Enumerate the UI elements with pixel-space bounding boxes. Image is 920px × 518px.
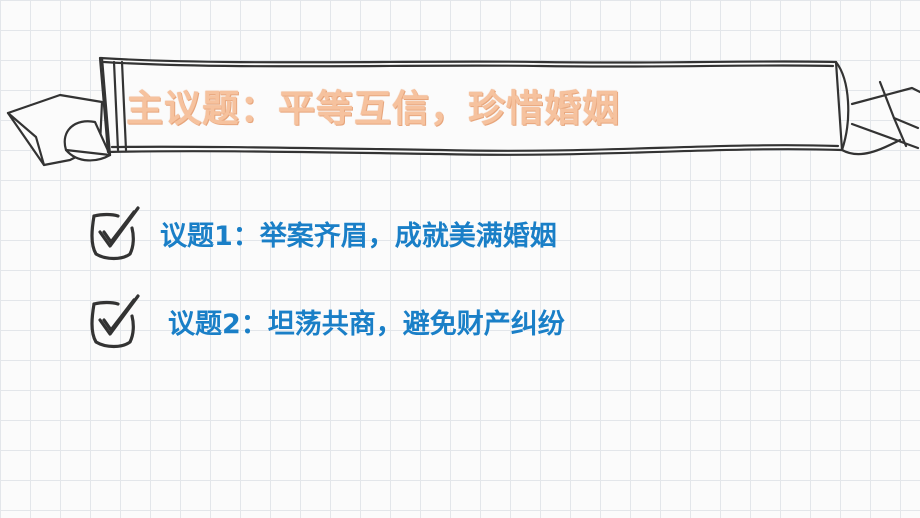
main-title: 主议题：平等互信，珍惜婚姻: [126, 87, 620, 130]
topic-item-1: 议题1：举案齐眉，成就美满婚姻: [84, 202, 557, 264]
checkbox-check-icon: [90, 294, 140, 349]
checkbox-check-icon: [90, 206, 140, 261]
topic-label-2: 议题2：坦荡共商，避免财产纠纷: [168, 308, 565, 340]
topic-label-1: 议题1：举案齐眉，成就美满婚姻: [160, 220, 557, 252]
topic-item-2: 议题2：坦荡共商，避免财产纠纷: [84, 290, 565, 352]
ribbon-banner-icon: [6, 56, 920, 167]
